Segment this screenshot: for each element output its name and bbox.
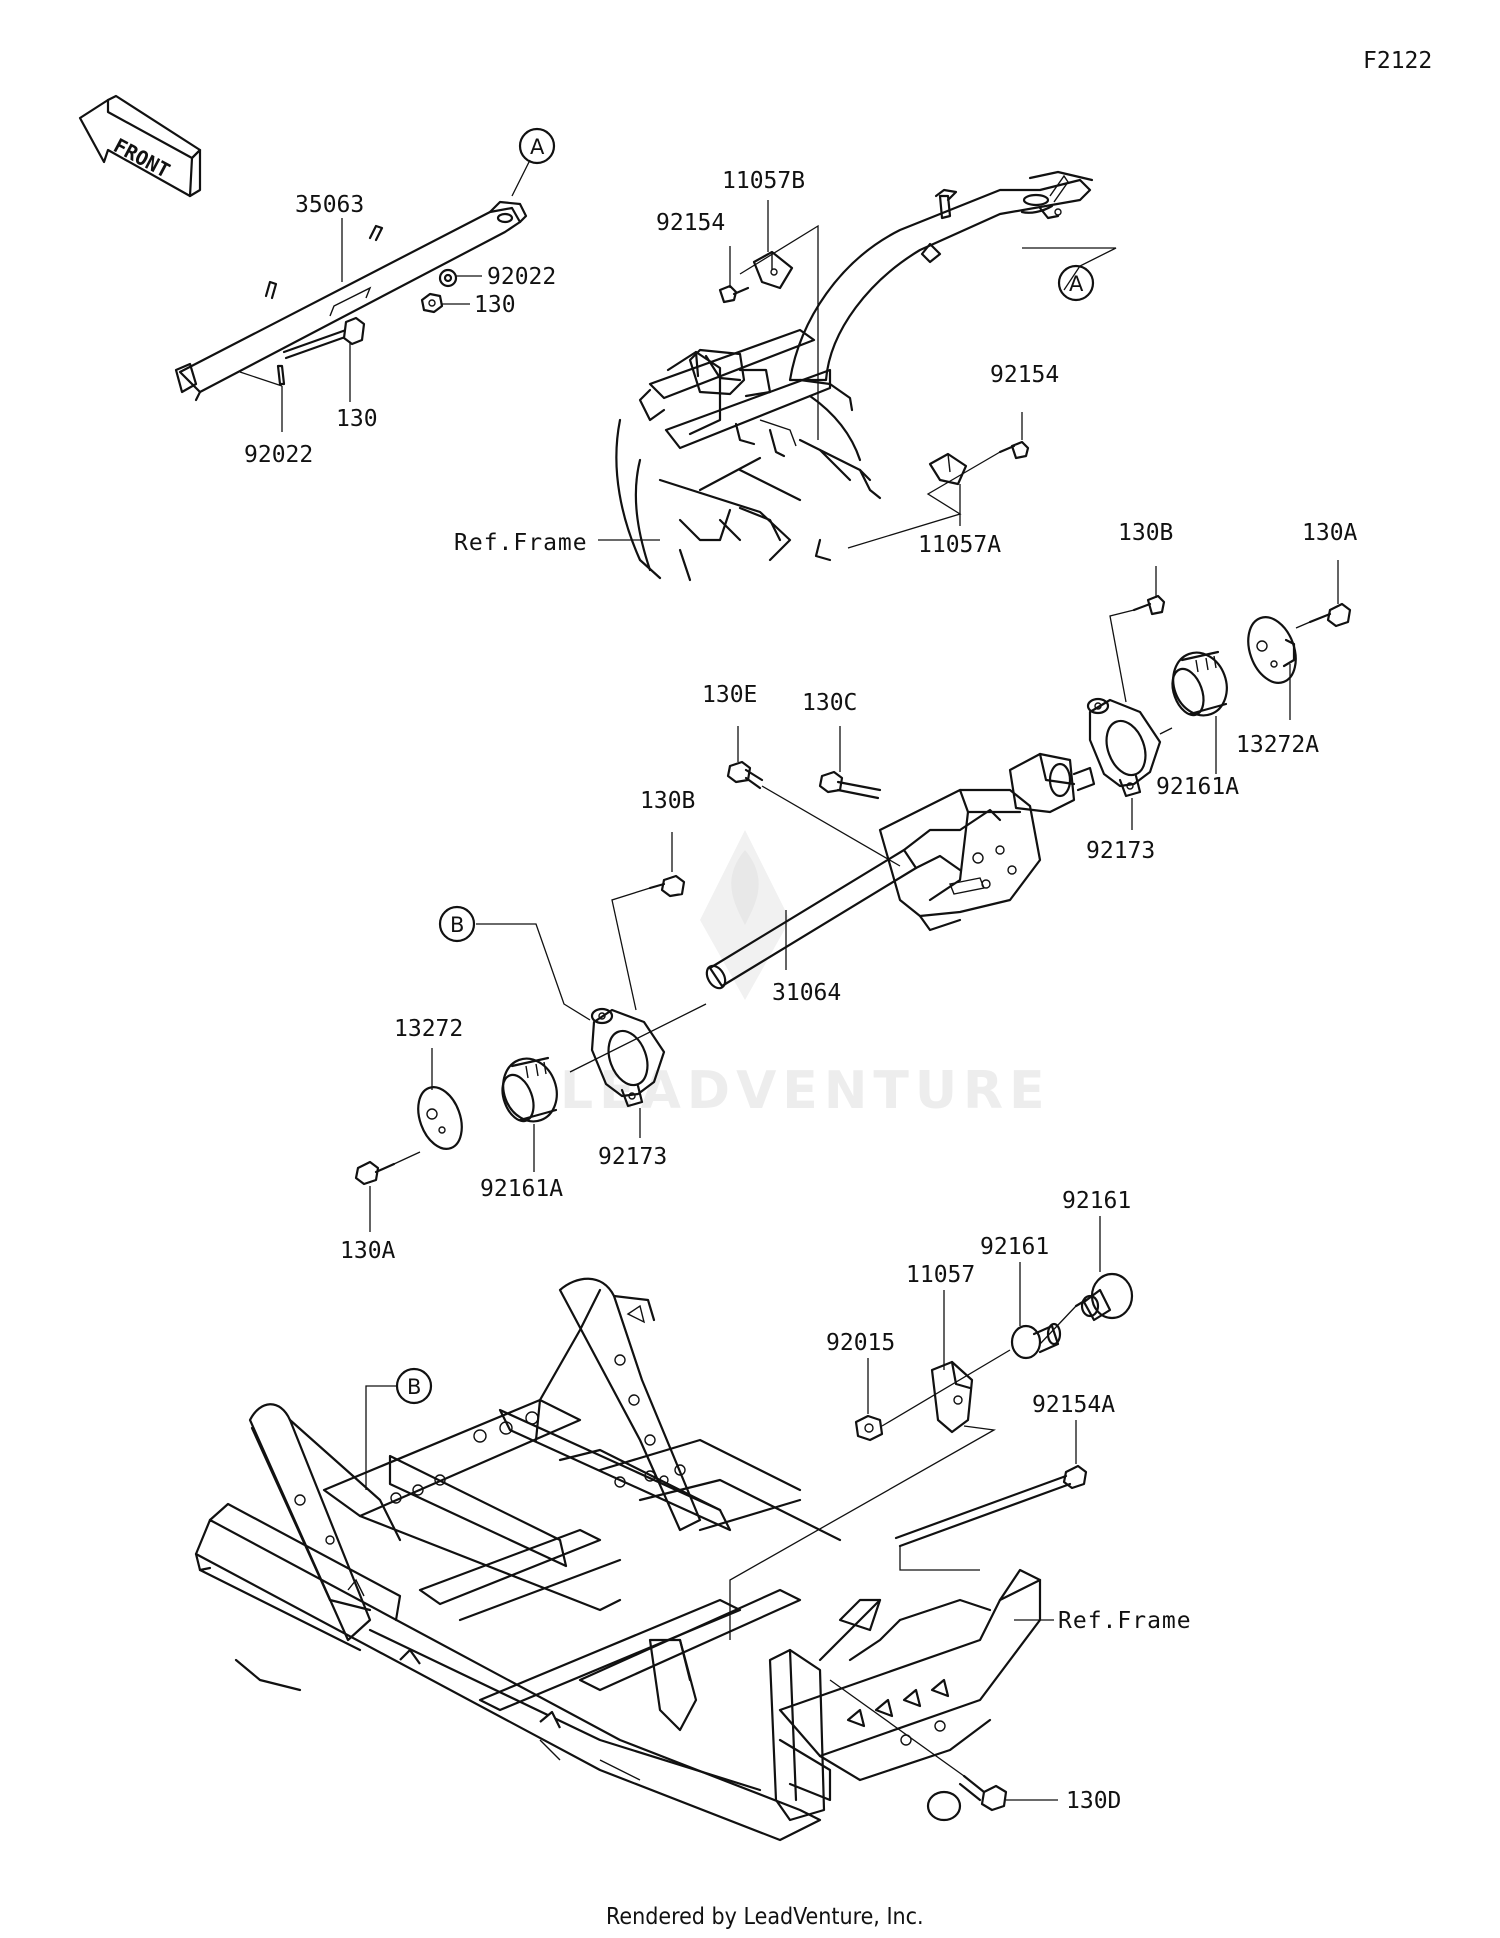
- part-11057B-bracket: [752, 250, 794, 290]
- label-92161A-left: 92161A: [480, 1176, 563, 1202]
- label-35063: 35063: [295, 192, 364, 218]
- footer-credit: Rendered by LeadVenture, Inc.: [606, 1904, 924, 1930]
- label-92022: 92022: [487, 264, 556, 290]
- shaft-axis-line: [393, 621, 1311, 1165]
- part-130B-bolt-right: [1132, 594, 1166, 616]
- label-130E: 130E: [702, 682, 757, 708]
- front-frame-section: [615, 170, 1094, 582]
- front-arrow-icon: FRONT: [78, 94, 202, 198]
- part-11057-bracket: [930, 1360, 974, 1434]
- svg-text:B: B: [407, 1375, 421, 1399]
- part-35063-bar: [174, 200, 528, 402]
- leader-130B-right: [1109, 566, 1157, 703]
- label-130A-left: 130A: [340, 1238, 396, 1264]
- part-130A-bolt-right: [1308, 602, 1352, 628]
- part-130B-bolt-left: [648, 874, 686, 898]
- part-92154-bolt-right: [998, 440, 1030, 460]
- part-92154-bolt-top: [718, 284, 750, 304]
- part-130E-bolt: [726, 760, 764, 790]
- leader-a-top: [511, 159, 531, 197]
- axis-line-130E: [761, 785, 901, 867]
- part-92154A-bolt: [894, 1464, 1088, 1548]
- label-92173-right: 92173: [1086, 838, 1155, 864]
- part-92161-mount-b: [1010, 1322, 1062, 1360]
- label-92154-top: 92154: [656, 210, 725, 236]
- label-13272: 13272: [394, 1016, 463, 1042]
- label-130C: 130C: [802, 690, 857, 716]
- label-ref-frame-bottom: Ref.Frame: [1058, 1608, 1192, 1634]
- part-92015-nut: [854, 1414, 884, 1442]
- leader-mount-axis: [881, 1305, 1077, 1427]
- label-11057A: 11057A: [918, 532, 1001, 558]
- part-130-nut: [420, 292, 444, 314]
- part-92161-mount-a: [1074, 1272, 1134, 1322]
- label-92022-lower: 92022: [244, 442, 313, 468]
- label-130B-right: 130B: [1118, 520, 1173, 546]
- label-11057: 11057: [906, 1262, 975, 1288]
- part-92161A-bushing-left: [501, 1056, 558, 1123]
- leader-92022-lower: [239, 371, 283, 432]
- label-92161-b: 92161: [980, 1234, 1049, 1260]
- label-13272A: 13272A: [1236, 732, 1319, 758]
- leader-11057-frame: [729, 1425, 997, 1640]
- leader-130B-left: [611, 832, 673, 1011]
- label-92161A-right: 92161A: [1156, 774, 1239, 800]
- part-130A-bolt-left: [354, 1160, 396, 1186]
- label-92015: 92015: [826, 1330, 895, 1356]
- part-92022-washer: [438, 268, 458, 288]
- part-11057A-bracket: [928, 452, 968, 486]
- svg-text:A: A: [1069, 272, 1084, 296]
- label-92154-right: 92154: [990, 362, 1059, 388]
- callout-a-right: A: [1057, 264, 1095, 302]
- part-92173-clamp-right: [1086, 697, 1162, 798]
- label-31064: 31064: [772, 980, 841, 1006]
- part-130C-bolt: [818, 770, 882, 800]
- main-frame: [194, 1277, 1042, 1842]
- part-130D-bolt: [958, 1774, 1008, 1812]
- label-92173-left: 92173: [598, 1144, 667, 1170]
- callout-a-top: A: [518, 127, 556, 165]
- label-11057B: 11057B: [722, 168, 805, 194]
- label-92161-a: 92161: [1062, 1188, 1131, 1214]
- figure-code: F2122: [1363, 48, 1432, 74]
- leader-b-bottom: [365, 1385, 398, 1490]
- label-130A-right: 130A: [1302, 520, 1358, 546]
- part-13272A-plate: [1247, 616, 1297, 684]
- part-31064-shaft: [705, 752, 1096, 990]
- label-130D: 130D: [1066, 1788, 1121, 1814]
- svg-text:B: B: [450, 913, 464, 937]
- label-130-bolt: 130: [336, 406, 378, 432]
- label-ref-frame-top: Ref.Frame: [454, 530, 588, 556]
- label-130-nut: 130: [474, 292, 516, 318]
- part-92161A-bushing-right: [1171, 650, 1228, 717]
- part-92022-washer-lower: [276, 364, 286, 386]
- leader-92154A-frame: [899, 1546, 980, 1571]
- label-130B-left: 130B: [640, 788, 695, 814]
- part-130-bolt: [282, 316, 366, 360]
- leader-130D: [829, 1679, 1058, 1801]
- part-13272-plate: [417, 1086, 463, 1150]
- label-92154A: 92154A: [1032, 1392, 1115, 1418]
- leader-11057B-bracket: [739, 224, 819, 440]
- leader-a-right: [1022, 247, 1117, 291]
- svg-text:A: A: [530, 135, 545, 159]
- callout-b-mid: B: [438, 905, 476, 943]
- front-label: FRONT: [110, 133, 174, 182]
- leader-b-mid: [476, 923, 591, 1021]
- callout-b-bottom: B: [395, 1367, 433, 1405]
- part-92173-clamp-left: [590, 1007, 666, 1108]
- leader-11057A: [847, 451, 1001, 549]
